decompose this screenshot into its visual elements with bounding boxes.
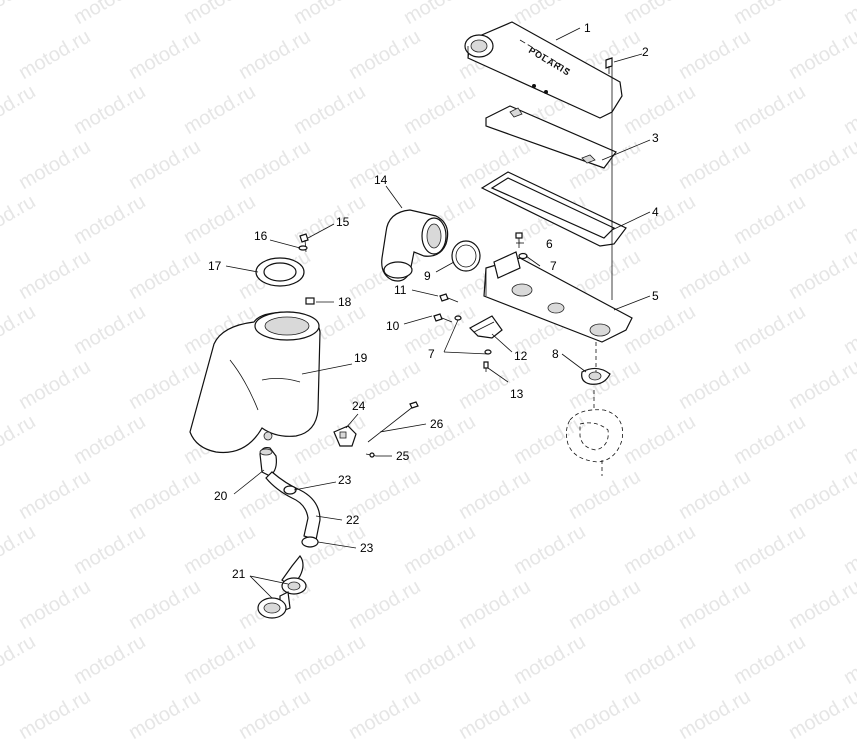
callout-5: 5 [652,289,659,303]
callout-23-upper: 23 [338,473,352,487]
part-7-washer-upper [518,252,528,260]
callout-21: 21 [232,567,246,581]
callout-7-upper: 7 [550,259,557,273]
callout-6: 6 [546,237,553,251]
part-11-bolt [439,293,459,303]
callout-13: 13 [510,387,524,401]
callout-9: 9 [424,269,431,283]
leader-lines [225,27,651,599]
part-16-washer [298,245,308,251]
part-13-screw [483,361,489,372]
callout-12: 12 [514,349,528,363]
callout-19: 19 [354,351,368,365]
callout-17: 17 [208,259,222,273]
callout-25: 25 [396,449,410,463]
callout-7-lower: 7 [428,347,435,361]
part-18-nut [305,297,315,305]
part-23-clamp-lower [301,536,319,548]
callout-10: 10 [386,319,400,333]
watermark-text: motod.ru [235,685,315,745]
part-21-drain-valve [257,555,307,619]
part-20-elbow-fitting [259,447,277,477]
part-10-bolt [433,313,453,323]
watermark-text: motod.ru [785,685,857,745]
part-24-connector [333,425,357,447]
callout-8: 8 [552,347,559,361]
part-1-airbox-cover: POLARIS [464,21,623,119]
part-8-flange [581,367,611,385]
callout-1: 1 [584,21,591,35]
part-2-screw [605,57,613,74]
callout-11: 11 [394,283,407,297]
part-12-bracket [469,315,503,339]
part-19-silencer-body [189,311,321,454]
part-6-bolt [515,232,523,248]
watermark-text: motod.ru [125,685,205,745]
callout-14: 14 [374,173,388,187]
callout-2: 2 [642,45,649,59]
callout-labels: 1 2 3 4 5 6 7 7 8 9 10 11 12 13 14 15 16… [208,21,659,581]
part-5-airbox-base [483,251,633,343]
part-3-plate [485,105,617,169]
callout-18: 18 [338,295,352,309]
part-4-gasket [480,171,627,247]
watermark-text: motod.ru [675,685,755,745]
diagram-canvas: POLARIS [189,21,659,619]
callout-22: 22 [346,513,360,527]
callout-4: 4 [652,205,659,219]
callout-26: 26 [430,417,444,431]
part-9-clamp [451,240,481,272]
carburetor-reference [566,342,623,476]
callout-23-lower: 23 [360,541,374,555]
callout-24: 24 [352,399,366,413]
part-26-rod [367,401,419,443]
watermark-text: motod.ru [565,685,645,745]
part-22-hose [265,471,321,541]
callout-15: 15 [336,215,350,229]
part-17-ring [255,257,305,287]
callout-20: 20 [214,489,228,503]
part-25-clip [365,452,377,458]
watermark-text: motod.ru [345,685,425,745]
watermark-text: motod.ru [15,685,95,745]
watermark-text: motod.ru [455,685,535,745]
callout-16: 16 [254,229,268,243]
callout-3: 3 [652,131,659,145]
part-14-intake-elbow [381,209,449,282]
